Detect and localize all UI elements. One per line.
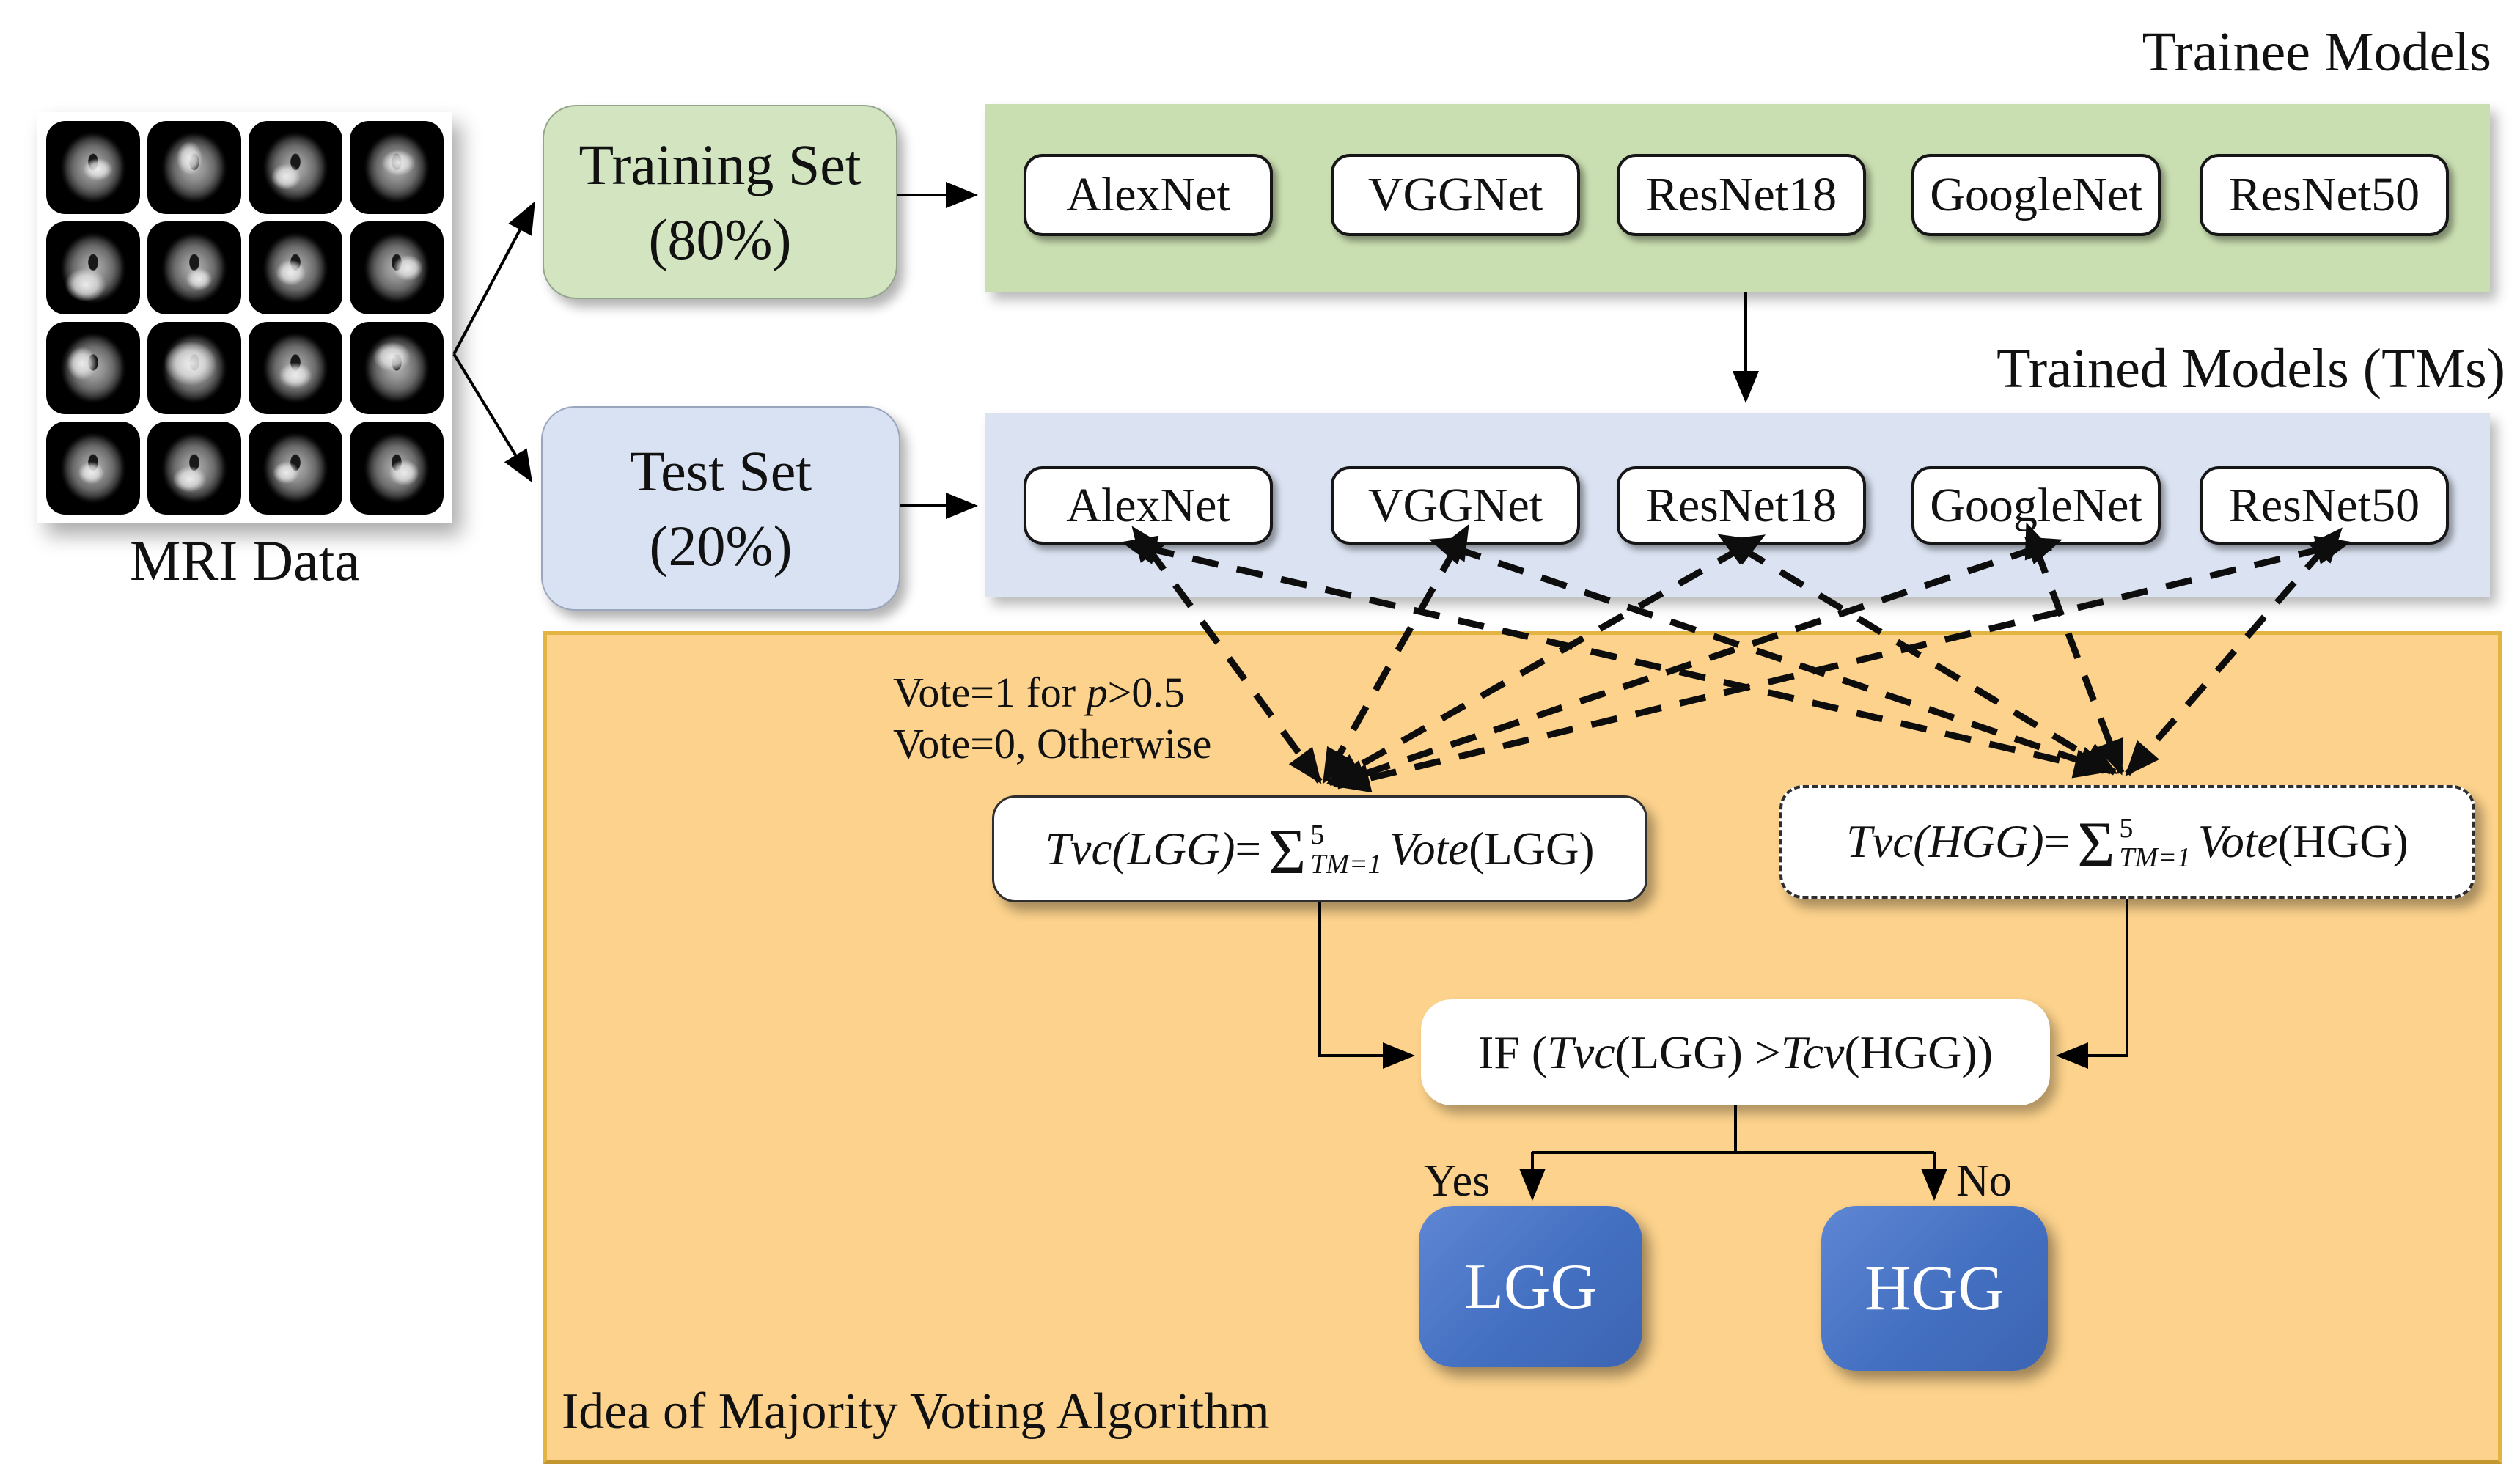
- test-set-percent: (20%): [649, 513, 793, 578]
- brain-mri-tile: [147, 221, 241, 314]
- trained-model-googlenet: GoogleNet: [1911, 466, 2161, 545]
- trained-model-vggnet: VGGNet: [1331, 466, 1580, 545]
- sigma-symbol: Σ: [1268, 816, 1307, 888]
- trained-model-resnet50: ResNet50: [2200, 466, 2449, 545]
- brain-mri-tile: [46, 221, 140, 314]
- brain-mri-tile: [350, 121, 444, 214]
- brain-mri-tile: [249, 321, 342, 415]
- training-set-box: Training Set (80%): [543, 105, 897, 299]
- brain-mri-tile: [46, 121, 140, 214]
- voting-algorithm-caption: Idea of Majority Voting Algorithm: [562, 1383, 1270, 1440]
- lgg-result-box: LGG: [1419, 1206, 1642, 1367]
- brain-mri-tile: [350, 221, 444, 314]
- trainee-model-vggnet: VGGNet: [1331, 154, 1580, 236]
- trainee-model-googlenet: GoogleNet: [1911, 154, 2161, 236]
- brain-mri-tile: [147, 422, 241, 515]
- trained-models-title: Trained Models (TMs): [1996, 338, 2505, 400]
- training-set-percent: (80%): [648, 207, 792, 271]
- if-condition-box: IF (Tvc (LGG) > Tcv (HGG)): [1421, 999, 2050, 1105]
- brain-mri-tile: [249, 422, 342, 515]
- brain-mri-tile: [350, 321, 444, 415]
- test-set-label: Test Set: [629, 439, 812, 504]
- vote-rule-line2: Vote=0, Otherwise: [893, 720, 1212, 768]
- trainee-models-title: Trainee Models: [2142, 21, 2491, 83]
- training-set-label: Training Set: [578, 133, 862, 197]
- trained-model-resnet18: ResNet18: [1617, 466, 1866, 545]
- trainee-model-alexnet: AlexNet: [1024, 154, 1273, 236]
- mri-data-label: MRI Data: [129, 529, 361, 592]
- trained-model-alexnet: AlexNet: [1024, 466, 1273, 545]
- mri-montage-image: [37, 112, 452, 523]
- test-set-box: Test Set (20%): [541, 406, 900, 611]
- trainee-model-resnet50: ResNet50: [2200, 154, 2449, 236]
- no-branch-label: No: [1956, 1156, 2012, 1206]
- hgg-result-box: HGG: [1821, 1206, 2048, 1371]
- brain-mri-tile: [46, 422, 140, 515]
- brain-mri-tile: [249, 221, 342, 314]
- brain-mri-tile: [46, 321, 140, 415]
- brain-mri-tile: [249, 121, 342, 214]
- brain-mri-tile: [147, 121, 241, 214]
- brain-mri-tile: [147, 321, 241, 415]
- brain-mri-tile: [350, 422, 444, 515]
- sigma-symbol: Σ: [2077, 809, 2115, 880]
- yes-branch-label: Yes: [1424, 1156, 1491, 1206]
- trainee-model-resnet18: ResNet18: [1617, 154, 1866, 236]
- vote-rule-line1: Vote=1 for p>0.5: [893, 669, 1185, 716]
- vote-rule-note: Vote=1 for p>0.5 Vote=0, Otherwise: [893, 667, 1211, 770]
